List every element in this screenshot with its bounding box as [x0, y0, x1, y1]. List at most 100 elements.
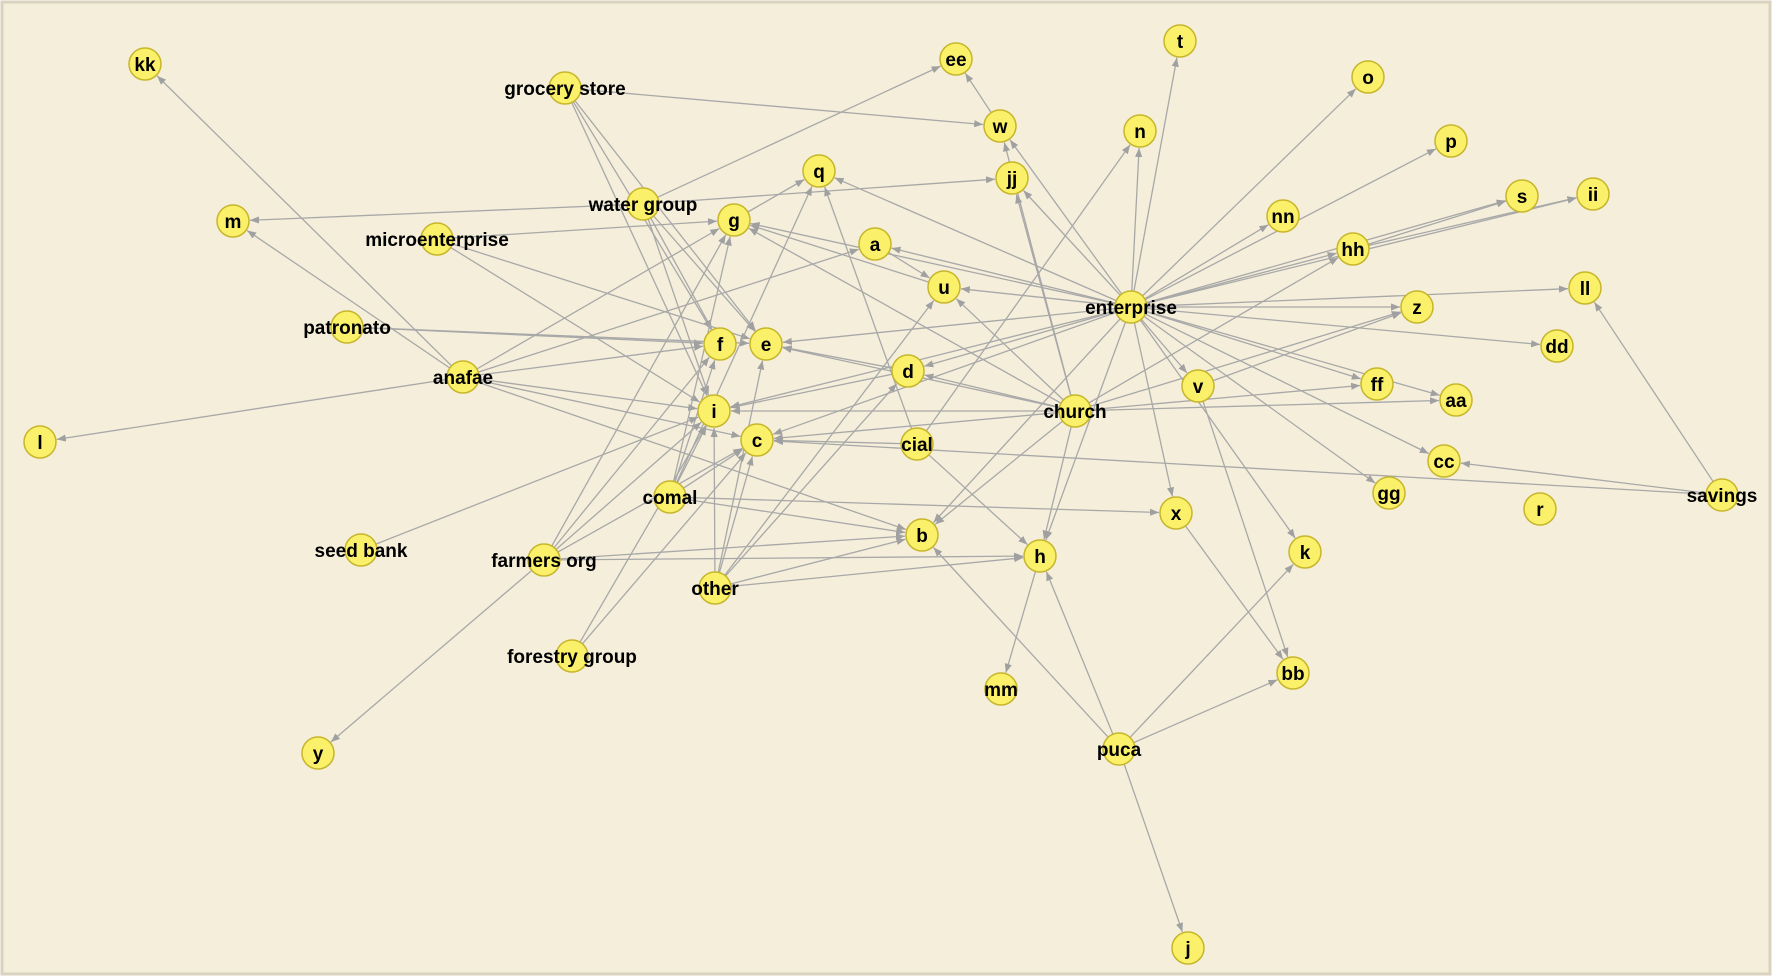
- node-circle[interactable]: [1360, 367, 1394, 401]
- node-jj[interactable]: jj: [995, 161, 1029, 195]
- node-puca[interactable]: puca: [1097, 732, 1142, 766]
- node-aa[interactable]: aa: [1439, 383, 1473, 417]
- node-gg[interactable]: gg: [1372, 476, 1406, 510]
- node-dd[interactable]: dd: [1540, 329, 1574, 363]
- node-t[interactable]: t: [1163, 24, 1197, 58]
- node-circle[interactable]: [1523, 492, 1557, 526]
- node-other[interactable]: other: [691, 571, 739, 605]
- node-e[interactable]: e: [749, 327, 783, 361]
- node-circle[interactable]: [1123, 114, 1157, 148]
- node-seed-bank[interactable]: seed bank: [315, 533, 408, 567]
- node-cial[interactable]: cial: [900, 427, 934, 461]
- node-circle[interactable]: [1427, 444, 1461, 478]
- node-circle[interactable]: [900, 427, 934, 461]
- node-circle[interactable]: [1439, 383, 1473, 417]
- node-w[interactable]: w: [983, 109, 1017, 143]
- node-church[interactable]: church: [1043, 394, 1107, 428]
- node-n[interactable]: n: [1123, 114, 1157, 148]
- node-circle[interactable]: [1400, 290, 1434, 324]
- node-circle[interactable]: [1114, 290, 1148, 324]
- node-z[interactable]: z: [1400, 290, 1434, 324]
- node-circle[interactable]: [905, 518, 939, 552]
- node-i[interactable]: i: [697, 394, 731, 428]
- node-s[interactable]: s: [1505, 179, 1539, 213]
- node-circle[interactable]: [1266, 199, 1300, 233]
- node-circle[interactable]: [527, 543, 561, 577]
- node-x[interactable]: x: [1159, 496, 1193, 530]
- node-circle[interactable]: [216, 204, 250, 238]
- node-l[interactable]: l: [23, 425, 57, 459]
- node-microenterprise[interactable]: microenterprise: [365, 222, 509, 256]
- node-comal[interactable]: comal: [643, 480, 698, 514]
- node-circle[interactable]: [555, 639, 589, 673]
- node-ee[interactable]: ee: [939, 42, 973, 76]
- node-circle[interactable]: [626, 187, 660, 221]
- node-circle[interactable]: [697, 394, 731, 428]
- node-farmers-org[interactable]: farmers org: [491, 543, 597, 577]
- node-forestry-group[interactable]: forestry group: [507, 639, 637, 673]
- node-o[interactable]: o: [1351, 60, 1385, 94]
- node-h[interactable]: h: [1023, 539, 1057, 573]
- node-circle[interactable]: [1163, 24, 1197, 58]
- node-g[interactable]: g: [717, 203, 751, 237]
- node-circle[interactable]: [301, 736, 335, 770]
- node-circle[interactable]: [1336, 232, 1370, 266]
- node-circle[interactable]: [698, 571, 732, 605]
- node-circle[interactable]: [653, 480, 687, 514]
- node-kk[interactable]: kk: [128, 47, 162, 81]
- node-circle[interactable]: [344, 533, 378, 567]
- node-circle[interactable]: [749, 327, 783, 361]
- node-cc[interactable]: cc: [1427, 444, 1461, 478]
- node-circle[interactable]: [1058, 394, 1092, 428]
- node-circle[interactable]: [1288, 535, 1322, 569]
- node-f[interactable]: f: [703, 327, 737, 361]
- node-nn[interactable]: nn: [1266, 199, 1300, 233]
- node-patronato[interactable]: patronato: [303, 310, 391, 344]
- node-grocery-store[interactable]: grocery store: [504, 71, 626, 105]
- node-y[interactable]: y: [301, 736, 335, 770]
- node-hh[interactable]: hh: [1336, 232, 1370, 266]
- node-b[interactable]: b: [905, 518, 939, 552]
- node-circle[interactable]: [717, 203, 751, 237]
- node-circle[interactable]: [1351, 60, 1385, 94]
- node-circle[interactable]: [1505, 179, 1539, 213]
- node-circle[interactable]: [1171, 931, 1205, 965]
- node-savings[interactable]: savings: [1687, 478, 1758, 512]
- node-d[interactable]: d: [891, 354, 925, 388]
- node-circle[interactable]: [1705, 478, 1739, 512]
- node-circle[interactable]: [740, 423, 774, 457]
- node-j[interactable]: j: [1171, 931, 1205, 965]
- node-ll[interactable]: ll: [1568, 271, 1602, 305]
- node-p[interactable]: p: [1434, 124, 1468, 158]
- node-circle[interactable]: [1023, 539, 1057, 573]
- node-circle[interactable]: [995, 161, 1029, 195]
- node-bb[interactable]: bb: [1276, 656, 1310, 690]
- node-ff[interactable]: ff: [1360, 367, 1394, 401]
- node-circle[interactable]: [927, 270, 961, 304]
- node-circle[interactable]: [939, 42, 973, 76]
- node-circle[interactable]: [420, 222, 454, 256]
- node-circle[interactable]: [858, 227, 892, 261]
- node-circle[interactable]: [1576, 177, 1610, 211]
- node-circle[interactable]: [330, 310, 364, 344]
- node-a[interactable]: a: [858, 227, 892, 261]
- node-circle[interactable]: [703, 327, 737, 361]
- node-circle[interactable]: [1540, 329, 1574, 363]
- node-water-group[interactable]: water group: [588, 187, 698, 221]
- node-r[interactable]: r: [1523, 492, 1557, 526]
- node-circle[interactable]: [128, 47, 162, 81]
- node-mm[interactable]: mm: [984, 672, 1018, 706]
- node-c[interactable]: c: [740, 423, 774, 457]
- node-circle[interactable]: [1159, 496, 1193, 530]
- node-circle[interactable]: [548, 71, 582, 105]
- node-circle[interactable]: [1568, 271, 1602, 305]
- node-circle[interactable]: [1434, 124, 1468, 158]
- node-circle[interactable]: [23, 425, 57, 459]
- node-m[interactable]: m: [216, 204, 250, 238]
- node-circle[interactable]: [1276, 656, 1310, 690]
- node-anafae[interactable]: anafae: [433, 360, 493, 394]
- node-k[interactable]: k: [1288, 535, 1322, 569]
- node-circle[interactable]: [891, 354, 925, 388]
- node-v[interactable]: v: [1181, 369, 1215, 403]
- node-u[interactable]: u: [927, 270, 961, 304]
